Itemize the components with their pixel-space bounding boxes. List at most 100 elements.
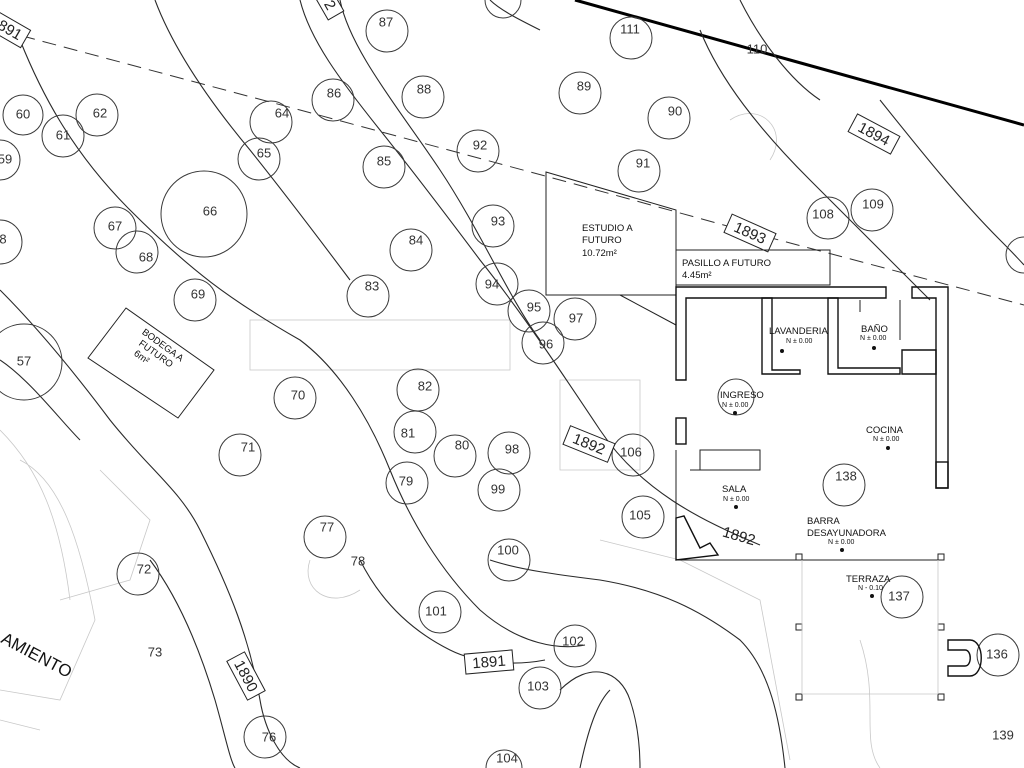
svg-text:99: 99 [491, 481, 505, 496]
svg-text:139: 139 [992, 727, 1014, 742]
tree-98: 98 [487, 431, 531, 475]
room-terraza: TERRAZA N - 0.10 [846, 574, 891, 598]
svg-text:90: 90 [668, 103, 682, 118]
tree-105: 105 [621, 495, 665, 539]
svg-text:83: 83 [365, 278, 379, 293]
tree-59: 59 [0, 139, 21, 181]
tree-92: 92 [456, 129, 500, 173]
tree-57: 57 [0, 323, 63, 401]
tree-83: 83 [346, 274, 390, 318]
svg-text:95: 95 [527, 299, 541, 314]
svg-text:79: 79 [399, 473, 413, 488]
tree-84: 84 [389, 228, 433, 272]
svg-text:78: 78 [351, 553, 365, 568]
contour-label-2-edge: 2 [315, 0, 345, 21]
svg-text:COCINA: COCINA [866, 425, 904, 436]
tree-62: 62 [75, 93, 119, 137]
tree-139: 139 [992, 727, 1014, 742]
terraza-structure [795, 553, 982, 701]
room-barra-desayunadora: BARRA DESAYUNADORA N ± 0.00 [807, 516, 887, 552]
svg-text:106: 106 [620, 444, 642, 459]
tree-edge-right [1005, 236, 1024, 274]
svg-text:INGRESO: INGRESO [720, 390, 764, 401]
bodega-a-futuro: BODEGA A FUTURO 6m² [87, 307, 215, 419]
svg-text:102: 102 [562, 633, 584, 648]
level-marker-icon [872, 346, 876, 350]
svg-text:4.45m²: 4.45m² [682, 270, 712, 281]
svg-text:80: 80 [455, 437, 469, 452]
tree-89: 89 [558, 71, 602, 115]
level-marker-icon [780, 349, 784, 353]
svg-text:110: 110 [747, 41, 768, 56]
tree-101: 101 [418, 590, 462, 634]
tree-67: 67 [93, 206, 137, 250]
tree-65: 65 [237, 137, 281, 181]
contour-label-1892-a: 1892 [562, 425, 616, 463]
svg-text:97: 97 [569, 310, 583, 325]
contour-label-1891: 1891 [463, 649, 515, 675]
tree-61: 61 [41, 114, 85, 158]
svg-text:N ± 0.00: N ± 0.00 [860, 335, 887, 342]
svg-text:109: 109 [862, 196, 884, 211]
svg-text:103: 103 [527, 678, 549, 693]
svg-text:92: 92 [473, 137, 487, 152]
svg-text:65: 65 [257, 145, 271, 160]
svg-text:93: 93 [491, 213, 505, 228]
svg-text:70: 70 [291, 387, 305, 402]
room-sala: SALA N ± 0.00 [722, 484, 750, 509]
tree-79: 79 [385, 461, 429, 505]
level-marker-icon [840, 548, 844, 552]
contour-label-1893: 1893 [723, 213, 777, 253]
svg-text:62: 62 [93, 105, 107, 120]
tree-70: 70 [273, 376, 317, 420]
tree-93: 93 [471, 204, 515, 248]
tree-78: 78 [351, 553, 365, 568]
property-line-dashed [0, 29, 1024, 306]
tree-108: 108 [806, 196, 850, 240]
svg-text:PASILLO A FUTURO: PASILLO A FUTURO [682, 258, 771, 269]
svg-text:N ± 0.00: N ± 0.00 [786, 338, 813, 345]
house-walls [675, 286, 949, 561]
tree-85: 85 [362, 145, 406, 189]
svg-text:1891: 1891 [472, 653, 507, 673]
svg-text:89: 89 [577, 78, 591, 93]
faint-background-lines [0, 113, 881, 768]
tree-110: 110 [747, 41, 768, 56]
tree-80: 80 [433, 434, 477, 478]
contour-label-1892-b: 1892 [720, 524, 757, 550]
pasillo-a-futuro: PASILLO A FUTURO 4.45m² [619, 249, 831, 326]
level-marker-icon [734, 505, 738, 509]
tree-96: 96 [521, 321, 565, 365]
room-bano: BAÑO N ± 0.00 [860, 324, 888, 350]
tree-138: 138 [822, 463, 866, 507]
tree-97: 97 [553, 297, 597, 341]
svg-text:N ± 0.00: N ± 0.00 [723, 496, 750, 503]
tree-87: 87 [365, 9, 409, 53]
svg-text:N ± 0.00: N ± 0.00 [873, 436, 900, 443]
svg-text:FUTURO: FUTURO [582, 235, 622, 246]
svg-text:137: 137 [888, 588, 910, 603]
svg-text:59: 59 [0, 151, 12, 166]
svg-text:82: 82 [418, 378, 432, 393]
tree-82: 82 [396, 368, 440, 412]
svg-text:ESTUDIO A: ESTUDIO A [582, 223, 633, 234]
svg-text:LAVANDERIA: LAVANDERIA [769, 326, 828, 337]
level-marker-icon [870, 594, 874, 598]
tree-88: 88 [401, 75, 445, 119]
tree-104: 104 [485, 749, 523, 768]
property-line-solid [574, 0, 1024, 127]
svg-text:71: 71 [241, 439, 255, 454]
svg-text:8: 8 [0, 231, 7, 246]
svg-text:57: 57 [17, 353, 31, 368]
tree-60: 60 [2, 94, 44, 136]
svg-text:87: 87 [379, 14, 393, 29]
svg-text:94: 94 [485, 276, 499, 291]
tree-76: 76 [243, 715, 287, 759]
estudio-a-futuro: ESTUDIO A FUTURO 10.72m² [545, 171, 677, 296]
tree-72: 72 [116, 552, 160, 596]
tree-106: 106 [611, 433, 655, 477]
tree-71: 71 [218, 433, 262, 477]
svg-text:88: 88 [417, 81, 431, 96]
